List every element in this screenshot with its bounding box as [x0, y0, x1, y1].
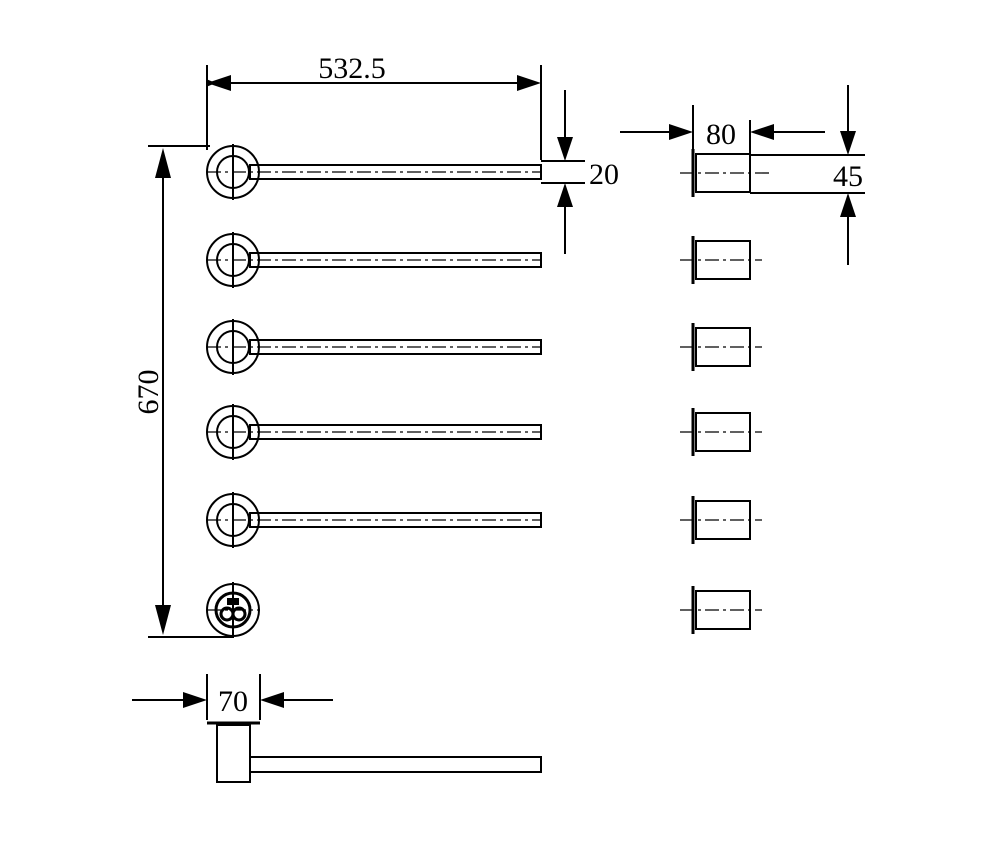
arm-side-3 [680, 323, 762, 371]
dim-label-45: 45 [833, 160, 863, 193]
dim-label-532-5: 532.5 [318, 52, 386, 85]
dimension-base-depth: 80 [620, 105, 825, 155]
arm-front-6 [206, 582, 260, 638]
arm-side-2 [680, 236, 762, 284]
dimension-bar-length: 532.5 [206, 52, 542, 160]
arm-side-1 [680, 149, 770, 197]
dim-label-80: 80 [706, 118, 736, 151]
dim-label-70: 70 [218, 685, 248, 718]
arm-front-4 [206, 404, 542, 460]
side-view [680, 149, 770, 634]
arm-front-3 [206, 319, 542, 375]
dimension-base-height: 45 [750, 85, 865, 265]
dim-label-670: 670 [132, 370, 165, 415]
arm-front-1 [206, 144, 542, 200]
dimension-bar-thickness: 20 [541, 90, 619, 254]
arm-side-5 [680, 496, 762, 544]
front-view [206, 144, 542, 638]
arm-side-4 [680, 408, 762, 456]
bottom-elevation-view [207, 721, 542, 783]
dimension-total-height: 670 [132, 145, 232, 638]
dim-label-20: 20 [589, 158, 619, 191]
arm-front-2 [206, 232, 542, 288]
arm-front-5 [206, 492, 542, 548]
arm-side-6 [680, 586, 762, 634]
dimension-base-diameter: 70 [132, 674, 333, 720]
